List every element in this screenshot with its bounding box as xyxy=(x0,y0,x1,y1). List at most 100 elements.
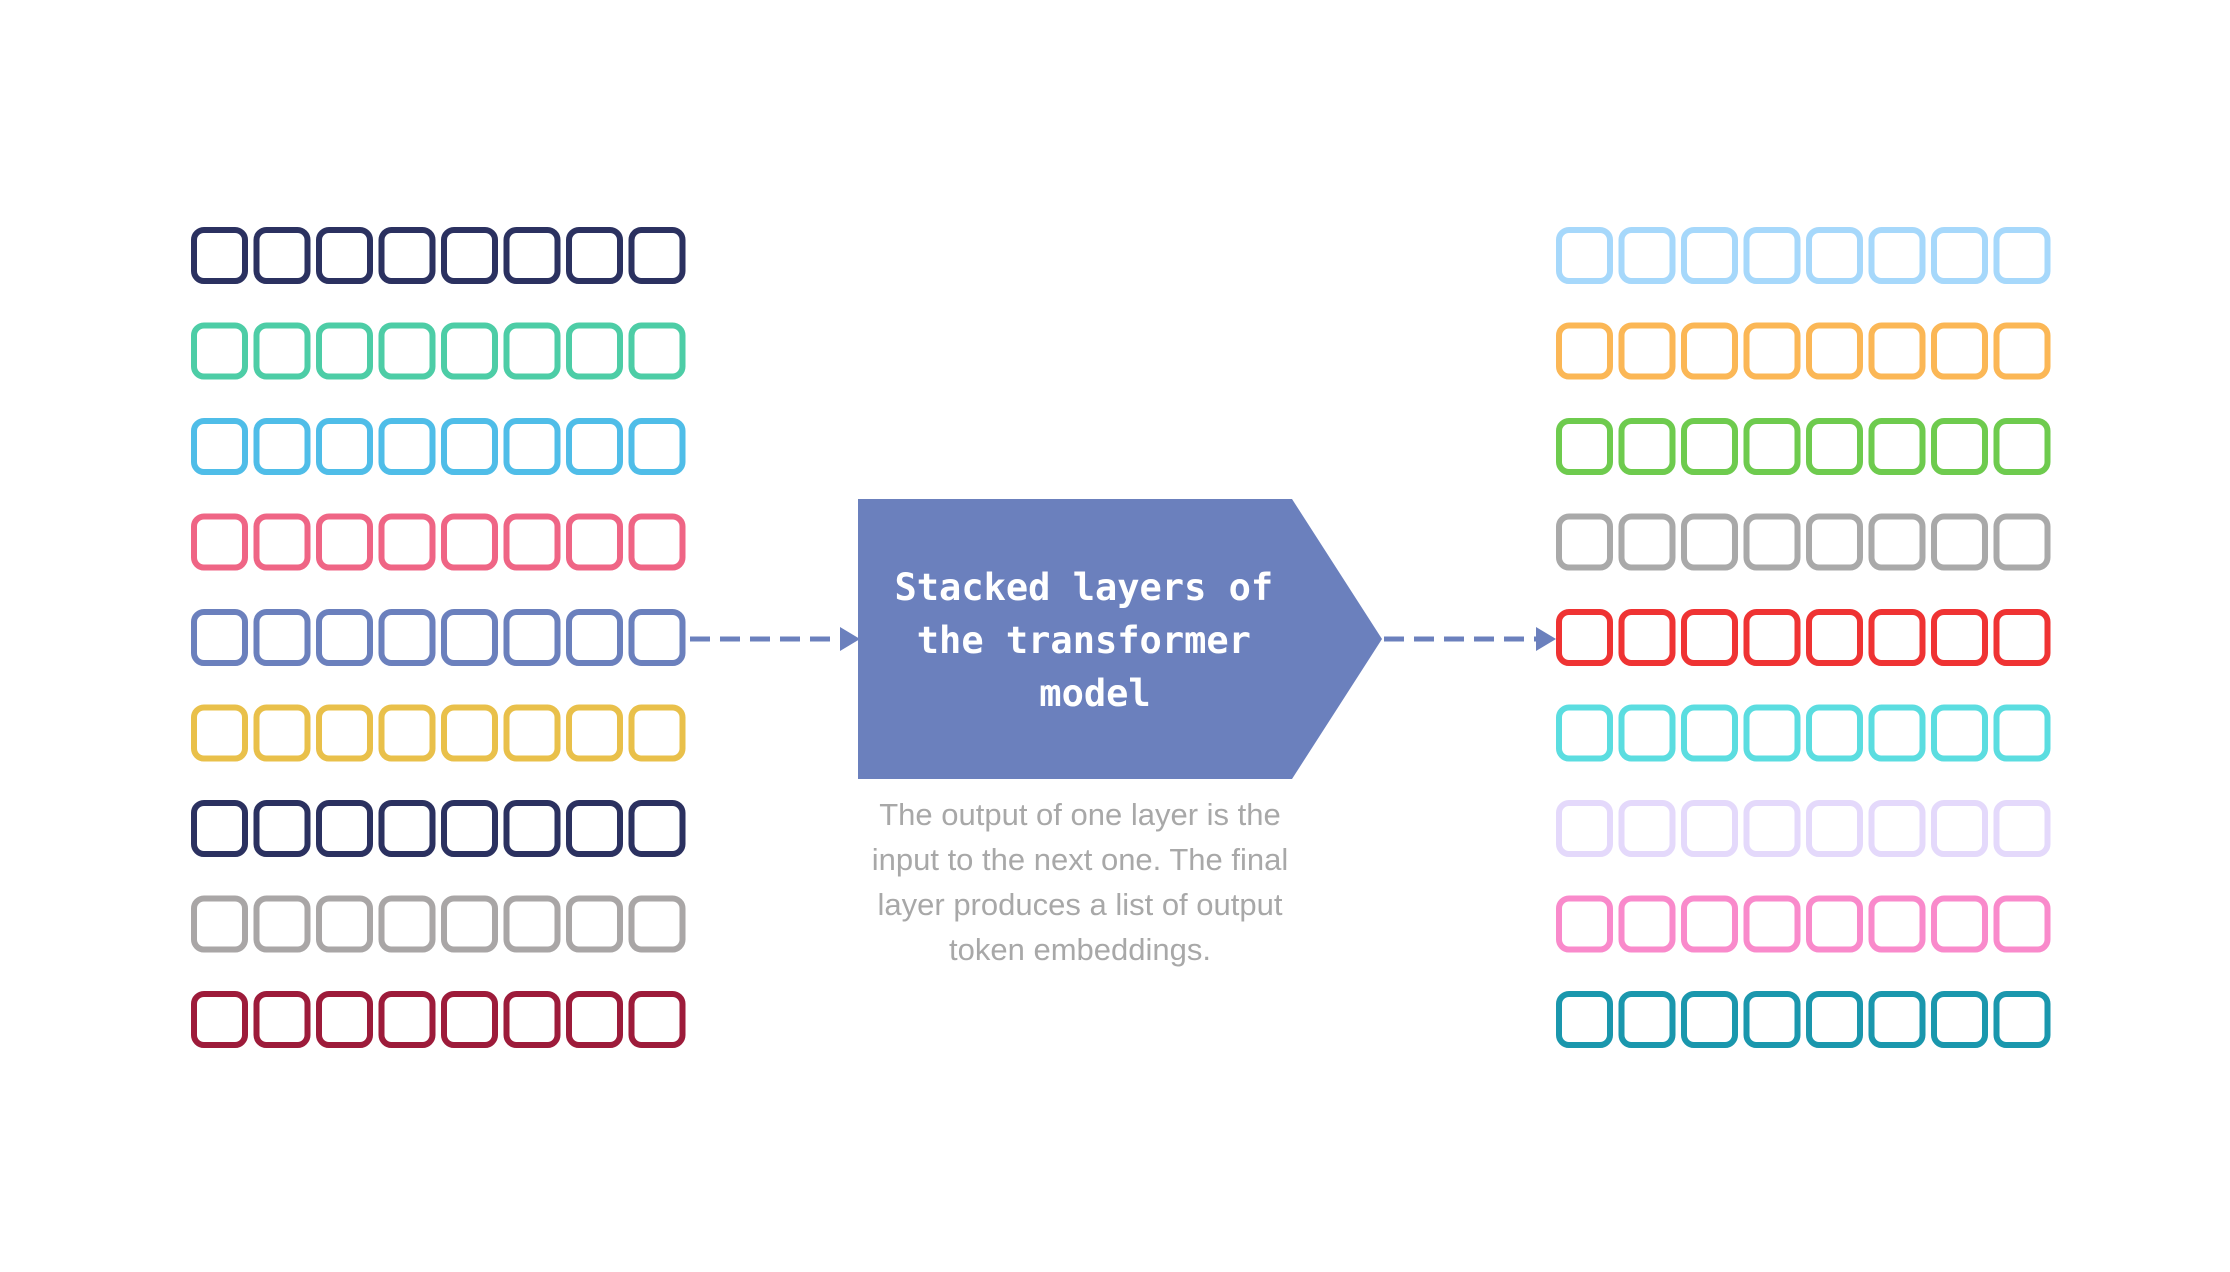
embedding-cell xyxy=(1556,704,1613,762)
embedding-cell xyxy=(1868,513,1926,571)
embedding-cell xyxy=(1931,704,1988,762)
embedding-cell xyxy=(253,227,311,284)
embedding-cell xyxy=(1618,513,1676,571)
embedding-cell xyxy=(316,418,373,475)
embedding-cell xyxy=(628,513,686,571)
embedding-cell xyxy=(566,418,623,475)
embedding-cell xyxy=(1618,227,1676,284)
embedding-cell xyxy=(378,513,436,571)
embedding-cell xyxy=(628,227,686,284)
embedding-cell xyxy=(1931,513,1988,571)
embedding-cell xyxy=(1556,227,1613,284)
embedding-cell xyxy=(1743,513,1801,571)
embedding-cell xyxy=(316,227,373,284)
input-embedding-row xyxy=(191,800,686,857)
embedding-cell xyxy=(441,991,498,1048)
embedding-cell xyxy=(1806,609,1863,666)
output-embedding-row xyxy=(1556,704,2051,762)
embedding-cell xyxy=(1931,418,1988,475)
embedding-cell xyxy=(1868,704,1926,762)
embedding-cell xyxy=(566,609,623,666)
embedding-cell xyxy=(1806,322,1863,380)
block-label-line: model xyxy=(1039,672,1150,715)
embedding-cell xyxy=(1806,991,1863,1048)
embedding-cell xyxy=(316,513,373,571)
embedding-cell xyxy=(628,322,686,380)
embedding-cell xyxy=(378,704,436,762)
embedding-cell xyxy=(253,513,311,571)
embedding-cell xyxy=(253,322,311,380)
embedding-cell xyxy=(1618,991,1676,1048)
output-embedding-row xyxy=(1556,418,2051,475)
embedding-cell xyxy=(1993,609,2051,666)
embedding-cell xyxy=(1618,609,1676,666)
embedding-cell xyxy=(441,227,498,284)
embedding-cell xyxy=(1993,895,2051,953)
embedding-cell xyxy=(1743,322,1801,380)
embedding-cell xyxy=(566,322,623,380)
embedding-cell xyxy=(1743,895,1801,953)
embedding-cell xyxy=(1868,800,1926,857)
embedding-cell xyxy=(378,800,436,857)
embedding-cell xyxy=(1868,227,1926,284)
embedding-cell xyxy=(1556,418,1613,475)
embedding-cell xyxy=(378,322,436,380)
embedding-cell xyxy=(441,704,498,762)
embedding-cell xyxy=(1681,895,1738,953)
embedding-cell xyxy=(191,513,248,571)
embedding-cell xyxy=(503,800,561,857)
embedding-cell xyxy=(191,418,248,475)
input-arrow xyxy=(690,627,860,651)
embedding-cell xyxy=(1806,704,1863,762)
embedding-cell xyxy=(316,322,373,380)
embedding-cell xyxy=(1743,609,1801,666)
input-embeddings-stack xyxy=(191,227,686,1048)
output-embedding-row xyxy=(1556,322,2051,380)
output-embedding-row xyxy=(1556,800,2051,857)
embedding-cell xyxy=(503,322,561,380)
embedding-cell xyxy=(191,227,248,284)
embedding-cell xyxy=(191,704,248,762)
embedding-cell xyxy=(628,895,686,953)
embedding-cell xyxy=(441,322,498,380)
embedding-cell xyxy=(316,800,373,857)
embedding-cell xyxy=(1743,227,1801,284)
embedding-cell xyxy=(1931,991,1988,1048)
input-embedding-row xyxy=(191,418,686,475)
embedding-cell xyxy=(1743,704,1801,762)
output-embedding-row xyxy=(1556,513,2051,571)
transformer-layers-block xyxy=(858,499,1382,779)
output-embedding-row xyxy=(1556,227,2051,284)
embedding-cell xyxy=(1681,991,1738,1048)
embedding-cell xyxy=(1806,227,1863,284)
embedding-cell xyxy=(1618,322,1676,380)
embedding-cell xyxy=(503,513,561,571)
embedding-cell xyxy=(628,800,686,857)
embedding-cell xyxy=(1681,513,1738,571)
caption-line: input to the next one. The final xyxy=(871,842,1289,877)
embedding-cell xyxy=(566,513,623,571)
embedding-cell xyxy=(253,800,311,857)
output-embedding-row xyxy=(1556,895,2051,953)
embedding-cell xyxy=(191,322,248,380)
input-embedding-row xyxy=(191,322,686,380)
transformer-block: Stacked layers of the transformer model xyxy=(858,499,1382,779)
embedding-cell xyxy=(1556,513,1613,571)
embedding-cell xyxy=(503,895,561,953)
caption-line: layer produces a list of output xyxy=(877,887,1283,922)
embedding-cell xyxy=(1806,513,1863,571)
embedding-cell xyxy=(1993,418,2051,475)
embedding-cell xyxy=(253,895,311,953)
output-arrow xyxy=(1384,627,1556,651)
output-embedding-row xyxy=(1556,609,2051,666)
output-embedding-row xyxy=(1556,991,2051,1048)
embedding-cell xyxy=(378,418,436,475)
embedding-cell xyxy=(566,895,623,953)
embedding-cell xyxy=(1993,322,2051,380)
embedding-cell xyxy=(1868,322,1926,380)
embedding-cell xyxy=(316,609,373,666)
embedding-cell xyxy=(1931,895,1988,953)
input-embedding-row xyxy=(191,704,686,762)
embedding-cell xyxy=(628,609,686,666)
block-label: Stacked layers of the transformer model xyxy=(895,566,1296,715)
